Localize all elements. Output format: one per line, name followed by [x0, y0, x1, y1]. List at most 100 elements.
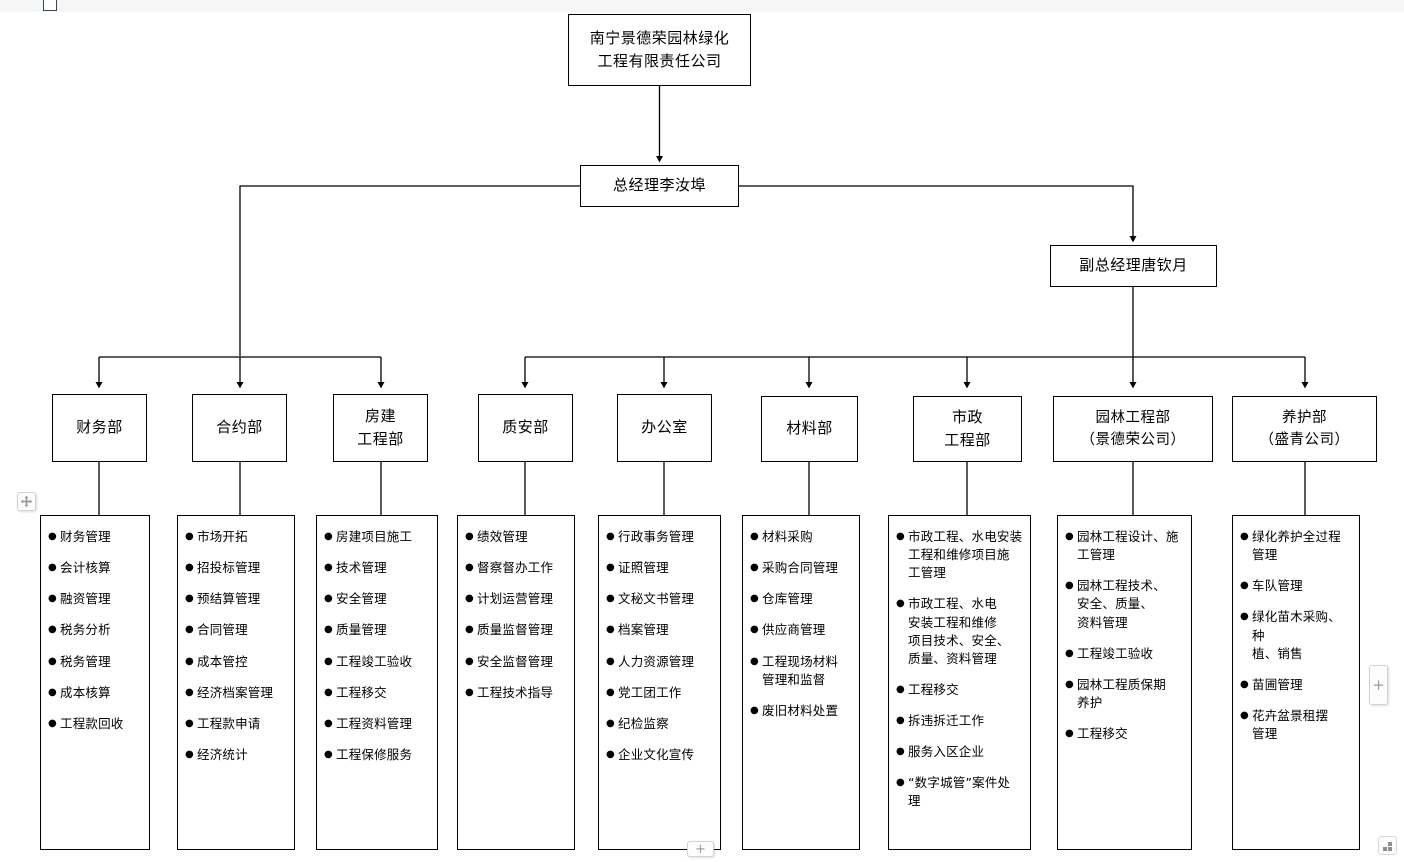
duty-line: 行政事务管理 [618, 529, 695, 544]
duty-line: 成本管控 [197, 653, 248, 669]
duty-item: 督察督办工作 [465, 559, 567, 577]
duty-item: 合同管理 [185, 621, 287, 639]
duty-item: 成本管控 [185, 653, 287, 671]
duty-line: 经济统计 [197, 746, 248, 762]
dept-name-line1: 房建 [364, 406, 396, 425]
duty-panel-0[interactable]: 财务管理会计核算融资管理税务分析税务管理成本核算工程款回收 [40, 515, 150, 850]
duty-line: 植、销售 [1252, 645, 1303, 661]
anchor-square-icon [43, 0, 57, 11]
duty-item: 人力资源管理 [606, 653, 713, 671]
duty-line: 证照管理 [618, 560, 669, 576]
duty-item: 工程移交 [1065, 725, 1184, 743]
dept-name-line1: 合约部 [216, 418, 263, 437]
duty-line: 党工团工作 [618, 684, 682, 700]
duty-line: 废旧材料处置 [762, 702, 839, 718]
duty-item: 拆违拆迁工作 [896, 712, 1023, 730]
vice-general-manager-label: 副总经理唐钦月 [1079, 256, 1188, 275]
duty-line: 督察督办工作 [477, 560, 554, 576]
duty-item: 工程款申请 [185, 715, 287, 733]
dept-name-line2: （盛青公司） [1259, 432, 1350, 448]
duty-panel-5[interactable]: 材料采购采购合同管理仓库管理供应商管理工程现场材料管理和监督废旧材料处置 [742, 515, 860, 850]
duty-line: 材料采购 [762, 529, 813, 544]
dept-node-0[interactable]: 财务部 [52, 394, 147, 462]
duty-line: 绩效管理 [477, 529, 528, 544]
duty-item: 工程资料管理 [324, 715, 430, 733]
duty-line: 仓库管理 [762, 591, 813, 607]
duty-item: 工程竣工验收 [1065, 645, 1184, 663]
dept-node-1[interactable]: 合约部 [192, 394, 287, 462]
duty-item: 材料采购 [750, 528, 852, 546]
duty-item: 工程技术指导 [465, 684, 567, 702]
duty-item: 车队管理 [1240, 577, 1352, 595]
duty-line: 工程技术指导 [477, 684, 554, 700]
resize-grip-icon[interactable] [1378, 836, 1397, 855]
duty-panel-7[interactable]: 园林工程设计、施工管理园林工程技术、安全、质量、资料管理工程竣工验收园林工程质保… [1057, 515, 1192, 850]
duty-item: 安全监督管理 [465, 653, 567, 671]
top-toolbar-strip [0, 0, 1404, 12]
move-icon[interactable] [17, 492, 36, 511]
duty-item: 税务管理 [48, 653, 142, 671]
duty-item: 计划运营管理 [465, 590, 567, 608]
duty-item: 融资管理 [48, 590, 142, 608]
duty-line: 工程资料管理 [336, 715, 413, 731]
duty-line: 会计核算 [60, 560, 111, 576]
dept-node-2[interactable]: 房建 工程部 [333, 394, 428, 462]
duty-line: 档案管理 [618, 622, 669, 638]
duty-line: 管理 [1252, 726, 1278, 741]
duty-item: 质量监督管理 [465, 621, 567, 639]
duty-line: 安全管理 [336, 591, 387, 607]
duty-item: 工程款回收 [48, 715, 142, 733]
duty-panel-2[interactable]: 房建项目施工技术管理安全管理质量管理工程竣工验收工程移交工程资料管理工程保修服务 [316, 515, 438, 850]
duty-panel-8[interactable]: 绿化养护全过程管理车队管理绿化苗木采购、种植、销售苗圃管理花卉盆景租摆管理 [1232, 515, 1360, 850]
duty-item: 废旧材料处置 [750, 702, 852, 720]
dept-node-5[interactable]: 材料部 [761, 396, 858, 462]
duty-line: 房建项目施工 [336, 529, 413, 544]
duty-item: 经济档案管理 [185, 684, 287, 702]
duty-line: 工程款申请 [197, 715, 261, 731]
dept-node-3[interactable]: 质安部 [478, 394, 573, 462]
duty-line: 纪检监察 [618, 715, 669, 731]
duty-line: “数字城管”案件处 [908, 775, 1011, 791]
company-node[interactable]: 南宁景德荣园林绿化 工程有限责任公司 [568, 14, 751, 86]
duty-panel-6[interactable]: 市政工程、水电安装工程和维修项目施工管理市政工程、水电安装工程和维修项目技术、安… [888, 515, 1031, 850]
duty-item: 服务入区企业 [896, 743, 1023, 761]
dept-node-7[interactable]: 园林工程部 （景德荣公司） [1053, 396, 1213, 462]
general-manager-node[interactable]: 总经理李汝埠 [580, 165, 739, 207]
duty-item: 党工团工作 [606, 684, 713, 702]
duty-item: 预结算管理 [185, 590, 287, 608]
expand-bottom-button[interactable]: + [687, 841, 714, 857]
duty-item: 市场开拓 [185, 528, 287, 546]
duty-line: 养护 [1077, 694, 1103, 710]
duty-panel-3[interactable]: 绩效管理督察督办工作计划运营管理质量监督管理安全监督管理工程技术指导 [457, 515, 575, 850]
dept-node-4[interactable]: 办公室 [617, 394, 712, 462]
duty-item: 工程移交 [896, 681, 1023, 699]
duty-panel-4[interactable]: 行政事务管理证照管理文秘文书管理档案管理人力资源管理党工团工作纪检监察企业文化宣… [598, 515, 721, 850]
expand-right-button[interactable]: + [1369, 665, 1388, 705]
duty-line: 计划运营管理 [477, 591, 554, 607]
duty-line: 市场开拓 [197, 529, 248, 544]
duty-line: 招投标管理 [197, 560, 261, 576]
move-icon-glyph [20, 495, 33, 508]
dept-name-line2: 工程部 [944, 431, 991, 449]
duty-line: 安全、质量、 [1077, 596, 1154, 612]
duty-line: 工程和维修项目施 [908, 547, 1010, 563]
duty-panel-1[interactable]: 市场开拓招投标管理预结算管理合同管理成本管控经济档案管理工程款申请经济统计 [177, 515, 295, 850]
duty-item: 园林工程技术、安全、质量、资料管理 [1065, 577, 1184, 631]
dept-node-6[interactable]: 市政 工程部 [913, 396, 1022, 462]
duty-item: 仓库管理 [750, 590, 852, 608]
duty-line: 园林工程技术、 [1077, 578, 1166, 594]
duty-item: 工程竣工验收 [324, 653, 430, 671]
duty-line: 绿化养护全过程 [1252, 529, 1341, 544]
duty-item: 供应商管理 [750, 621, 852, 639]
duty-line: 人力资源管理 [618, 653, 695, 669]
dept-name-line1: 质安部 [502, 418, 549, 437]
vice-general-manager-node[interactable]: 副总经理唐钦月 [1050, 245, 1217, 287]
dept-node-8[interactable]: 养护部 （盛青公司） [1232, 396, 1377, 462]
duty-item: 文秘文书管理 [606, 590, 713, 608]
dept-name-line1: 养护部 [1282, 409, 1327, 426]
